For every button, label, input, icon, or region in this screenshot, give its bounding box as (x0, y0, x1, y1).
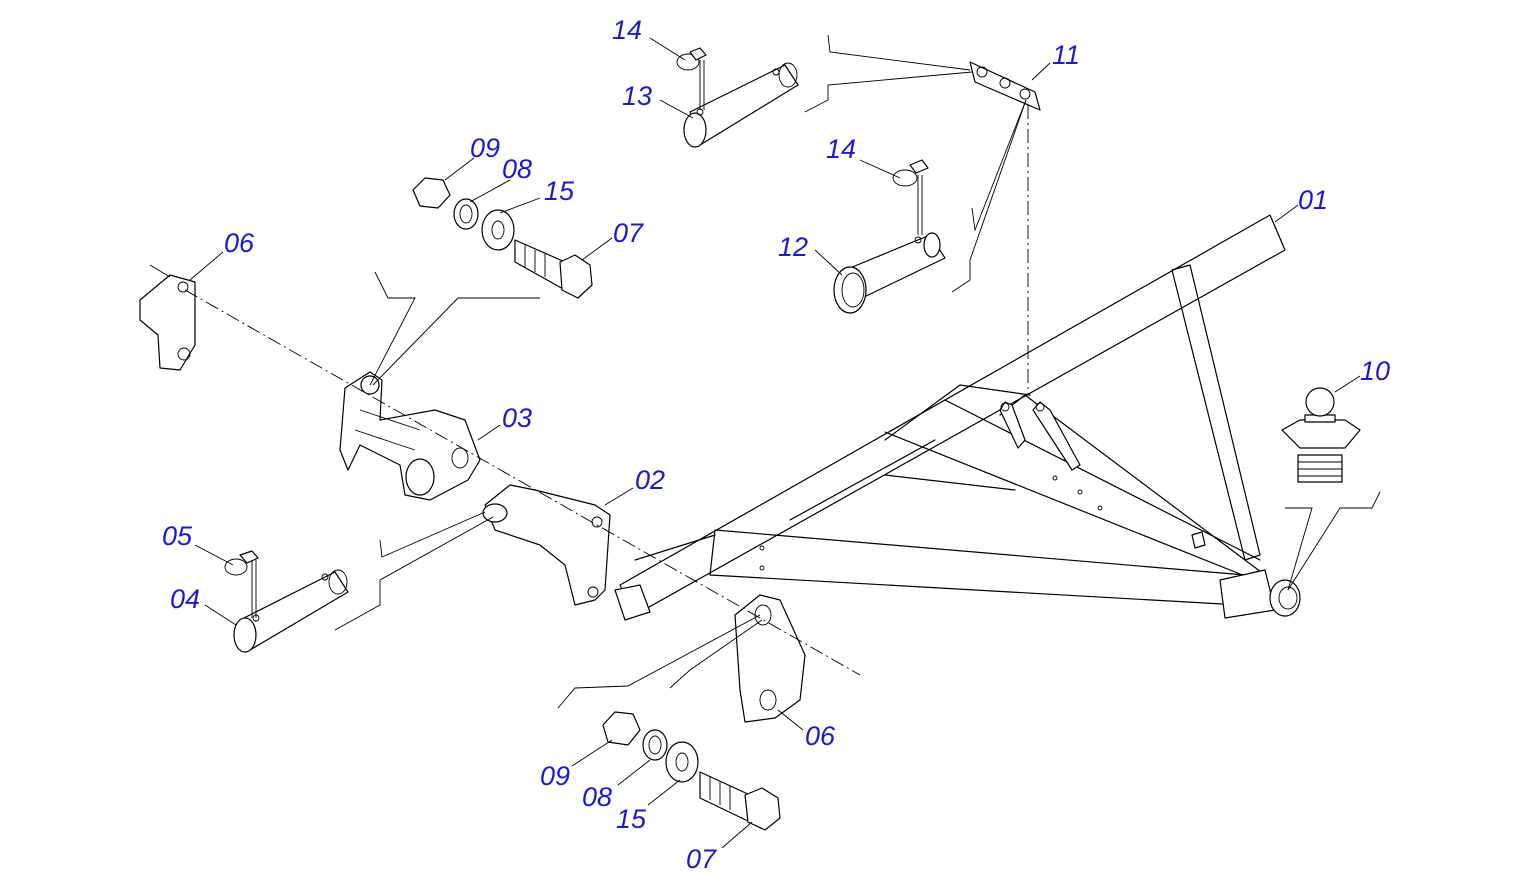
label-09-bottom: 09 (540, 761, 570, 791)
assembly-lines (184, 34, 1381, 709)
callout-labels: 01 02 03 04 05 06 06 07 07 08 08 09 09 1… (162, 15, 1390, 874)
main-frame (614, 214, 1301, 621)
clevis-plate (969, 61, 1041, 111)
label-15-bottom: 15 (616, 804, 647, 834)
bracket-06-bottom (734, 594, 806, 723)
hardware-bottom (602, 711, 781, 831)
label-14-top: 14 (612, 15, 642, 45)
lynch-clip-top (676, 47, 707, 110)
lynch-clip-05 (224, 550, 259, 618)
grease-fitting (1281, 387, 1361, 483)
label-09-top: 09 (470, 133, 500, 163)
lynch-clip-mid (892, 159, 929, 235)
callout-leaders (189, 37, 1361, 849)
pin-04 (233, 569, 349, 653)
label-08-top: 08 (502, 154, 532, 184)
link-03 (339, 371, 481, 501)
link-02 (482, 484, 611, 606)
label-02: 02 (635, 465, 665, 495)
label-06-bottom: 06 (805, 721, 836, 751)
label-01: 01 (1298, 185, 1328, 215)
label-07-top: 07 (613, 218, 644, 248)
label-13: 13 (622, 81, 652, 111)
label-05: 05 (162, 521, 193, 551)
label-10: 10 (1360, 356, 1390, 386)
label-06-top: 06 (224, 228, 255, 258)
label-08-bottom: 08 (582, 782, 612, 812)
label-11: 11 (1052, 40, 1080, 70)
label-07-bottom: 07 (686, 844, 717, 874)
label-14-mid: 14 (826, 134, 856, 164)
pin-12 (833, 232, 946, 314)
label-04: 04 (170, 584, 200, 614)
bracket-06-top (139, 264, 196, 371)
hardware-top (412, 177, 593, 299)
label-15-top: 15 (544, 176, 575, 206)
label-12: 12 (778, 232, 808, 262)
label-03: 03 (502, 403, 532, 433)
pin-13 (683, 62, 799, 148)
